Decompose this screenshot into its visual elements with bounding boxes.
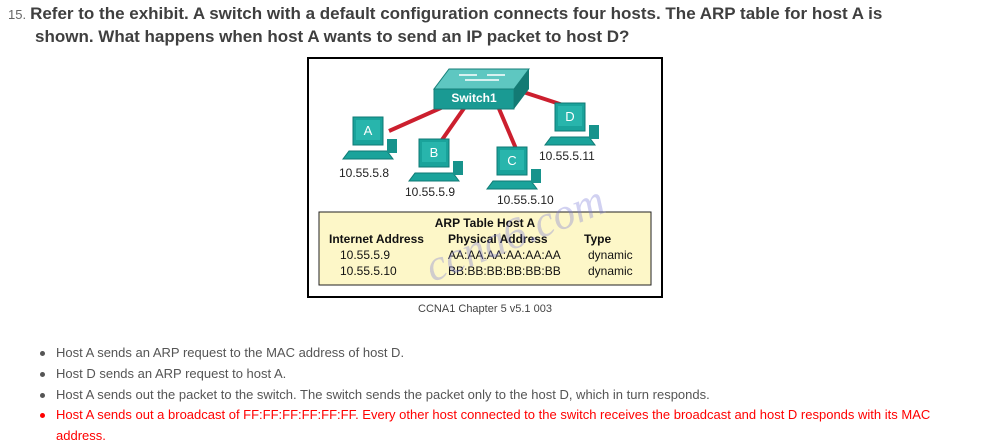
question-text-line1: Refer to the exhibit. A switch with a de… — [30, 4, 883, 23]
answer-option-4-correct[interactable]: Host A sends out a broadcast of FF:FF:FF… — [38, 405, 968, 447]
arp-header-type: Type — [584, 232, 611, 246]
host-a-label: A — [364, 123, 373, 138]
answer-option-3[interactable]: Host A sends out the packet to the switc… — [38, 385, 968, 406]
arp-header-physical-address: Physical Address — [448, 232, 548, 246]
link-switch-host-c — [495, 103, 519, 152]
host-a-ip: 10.55.5.8 — [339, 166, 389, 180]
question-number: 15. — [8, 7, 27, 22]
arp-row1-ip: 10.55.5.9 — [340, 248, 390, 262]
host-b-computer-icon: B — [408, 138, 463, 182]
arp-row1-type: dynamic — [588, 248, 633, 262]
exhibit-caption: CCNA1 Chapter 5 v5.1 003 — [418, 303, 552, 315]
network-diagram: Switch1 A 10.55.5.8 B 10.55.5.9 C — [318, 68, 652, 292]
arp-row2-mac: BB:BB:BB:BB:BB:BB — [448, 264, 561, 278]
host-d-computer-icon: D — [544, 102, 599, 146]
question: 15.Refer to the exhibit. A switch with a… — [8, 3, 998, 48]
host-b-label: B — [430, 145, 439, 160]
answer-list: Host A sends an ARP request to the MAC a… — [38, 343, 968, 447]
arp-row1-mac: AA:AA:AA:AA:AA:AA — [448, 248, 561, 262]
host-b-ip: 10.55.5.9 — [405, 185, 455, 199]
host-c-label: C — [507, 153, 516, 168]
switch-icon: Switch1 — [433, 68, 530, 110]
arp-header-internet-address: Internet Address — [329, 232, 424, 246]
exhibit-figure: Switch1 A 10.55.5.8 B 10.55.5.9 C — [307, 57, 663, 298]
answer-option-2[interactable]: Host D sends an ARP request to host A. — [38, 364, 968, 385]
arp-row2-type: dynamic — [588, 264, 633, 278]
host-c-ip: 10.55.5.10 — [497, 193, 554, 207]
switch-label: Switch1 — [451, 91, 497, 105]
arp-table: ARP Table Host A Internet Address Physic… — [318, 211, 652, 286]
question-text-line2: shown. What happens when host A wants to… — [35, 27, 630, 46]
arp-row2-ip: 10.55.5.10 — [340, 264, 397, 278]
arp-table-title: ARP Table Host A — [435, 216, 536, 230]
host-c-computer-icon: C — [486, 146, 541, 190]
answer-option-1[interactable]: Host A sends an ARP request to the MAC a… — [38, 343, 968, 364]
host-d-ip: 10.55.5.11 — [539, 149, 595, 163]
host-d-label: D — [565, 109, 574, 124]
host-a-computer-icon: A — [342, 116, 397, 160]
